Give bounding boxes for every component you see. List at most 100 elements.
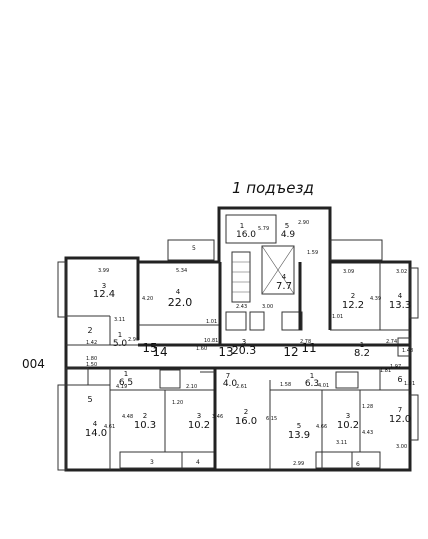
- plan-element: [57, 384, 67, 471]
- plan-element: [397, 337, 411, 357]
- balcony-numbers: 5 3 4 6: [150, 245, 360, 468]
- plan-element: 4: [176, 288, 181, 296]
- room-c4: 414.0: [85, 420, 107, 439]
- plan-element: 10.2: [188, 420, 210, 431]
- room-stair-top: 116.0: [236, 222, 256, 240]
- plan-element: [409, 394, 419, 441]
- plan-element: 10.2: [337, 420, 359, 431]
- plan-element: 10.3: [134, 420, 156, 431]
- plan-element: 2: [351, 292, 355, 300]
- plan-element: 2.10: [186, 384, 197, 390]
- internal-walls: [65, 214, 411, 470]
- plan-element: 7: [398, 406, 402, 414]
- room-b1-hall: 18.2: [354, 341, 370, 359]
- plan-element: 1.80: [86, 356, 97, 362]
- room-a3: 312.4: [93, 282, 115, 300]
- plan-element: 5.0: [113, 339, 128, 349]
- plan-element: 16.0: [235, 416, 257, 427]
- room-a5-bath: 5: [87, 395, 92, 404]
- plan-element: 4: [196, 459, 200, 466]
- plan-element: 1.42: [86, 340, 97, 346]
- plan-element: 2: [143, 412, 147, 420]
- plan-element: 1.01: [206, 319, 217, 325]
- plan-element: 3: [197, 412, 201, 420]
- plan-element: 4.61: [104, 424, 115, 430]
- corridor-number: 15: [142, 341, 157, 355]
- plan-element: 4.9: [281, 230, 296, 240]
- plan-element: 2.43: [236, 304, 247, 310]
- plan-element: 13.3: [389, 300, 411, 311]
- plan-element: [249, 311, 265, 331]
- room-d5: 513.9: [288, 422, 310, 441]
- plan-element: 1.60: [196, 346, 207, 352]
- room-b4: 413.3: [389, 292, 411, 311]
- plan-element: 10.81: [204, 338, 218, 344]
- plan-element: 2.90: [298, 220, 309, 226]
- corridor-number: 14: [152, 345, 167, 359]
- plan-element: 13.9: [288, 430, 310, 441]
- plan-element: [217, 206, 332, 262]
- plan-element: 6: [397, 375, 402, 384]
- plan-element: [261, 245, 295, 295]
- plan-element: [335, 371, 359, 389]
- plan-element: [65, 367, 89, 386]
- plan-element: 1.81: [380, 368, 391, 374]
- plan-element: 5.79: [258, 226, 269, 232]
- plan-element: 1.01: [332, 314, 343, 320]
- room-d7: 712.0: [389, 406, 411, 425]
- plan-element: 4.19: [116, 384, 127, 390]
- plan-element: 4.39: [370, 296, 381, 302]
- plan-element: 1: [310, 372, 314, 380]
- plan-element: [64, 256, 412, 472]
- plan-element: 4.66: [316, 424, 327, 430]
- plan-element: 4.43: [362, 430, 373, 436]
- plan-element: 2: [244, 408, 248, 416]
- plan-element: 4.0: [223, 379, 238, 389]
- plan-element: 8.2: [354, 348, 370, 359]
- plan-element: 7.7: [276, 281, 292, 292]
- room-b2: 212.2: [342, 292, 364, 311]
- plan-element: 4.01: [318, 383, 329, 389]
- side-label: 004: [22, 357, 45, 371]
- room-a1-hall: 15.0: [113, 331, 128, 349]
- plan-element: 4.48: [122, 414, 133, 420]
- plan-element: 5.34: [176, 268, 187, 274]
- plan-element: 4: [93, 420, 98, 428]
- plan-element: 3: [346, 412, 350, 420]
- plan-element: 6.3: [305, 379, 319, 389]
- plan-element: [315, 451, 381, 469]
- plan-element: 5: [192, 245, 196, 252]
- plan-element: 3.11: [336, 440, 347, 446]
- plan-element: [159, 369, 181, 389]
- plan-element: 1: [360, 341, 364, 349]
- plan-element: 3.11: [114, 317, 125, 323]
- room-top-right-small: 54.9: [281, 222, 296, 240]
- entrance-title: 1 подъезд: [232, 179, 314, 197]
- plan-element: 3.00: [262, 304, 273, 310]
- plan-element: 2.74: [386, 339, 397, 345]
- room-c3: 310.2: [188, 412, 210, 431]
- plan-element: 1: [118, 331, 122, 339]
- room-d2: 216.0: [235, 408, 257, 427]
- corridor-number: 13: [218, 345, 233, 359]
- corridor-number: 11: [301, 341, 316, 355]
- plan-element: 1.20: [172, 400, 183, 406]
- plan-element: 20.3: [232, 344, 257, 357]
- plan-element: 4: [398, 292, 403, 300]
- plan-element: 2: [87, 326, 92, 335]
- plan-element: 3.00: [396, 444, 407, 450]
- plan-element: 12.4: [93, 289, 115, 300]
- room-labels: 116.0 54.9 312.4 422.0 2 15.0 5 47.7 320…: [85, 222, 411, 441]
- plan-element: 6.15: [266, 416, 277, 422]
- plan-element: 12.2: [342, 300, 364, 311]
- plan-element: 5: [297, 422, 301, 430]
- plan-element: [261, 245, 295, 295]
- plan-element: 1.58: [280, 382, 291, 388]
- plan-element: 3.02: [396, 269, 407, 275]
- room-center-hall: 320.3: [232, 338, 257, 357]
- plan-element: 3.46: [212, 414, 223, 420]
- dimension-labels: 3.99 5.34 4.20 3.11 2.90 1.42 1.80 1.50 …: [86, 220, 415, 467]
- plan-element: 2.90: [128, 337, 139, 343]
- room-c7-hall: 74.0: [223, 372, 238, 389]
